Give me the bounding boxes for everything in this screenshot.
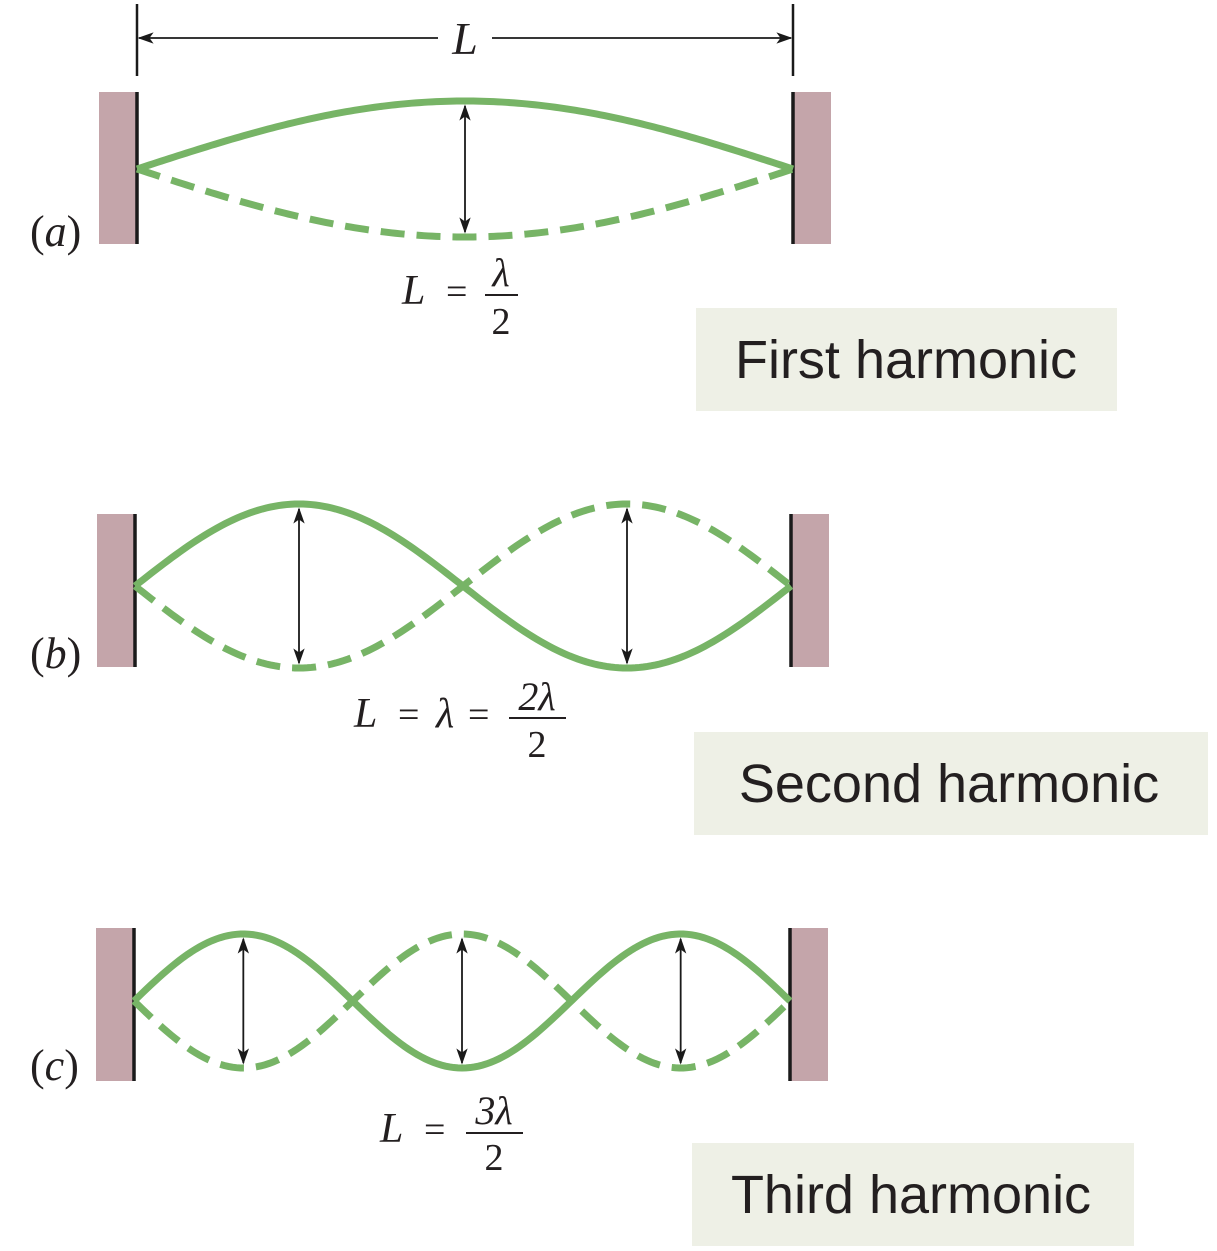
panel-letter: b [45, 629, 67, 678]
wall-left [97, 514, 135, 667]
dimension-label: L [451, 13, 478, 64]
equals-sign: = [398, 694, 419, 736]
harmonic-label: Second harmonic [739, 754, 1159, 814]
equation-numerator: 3λ [474, 1088, 512, 1133]
panel-c: (c) L = 3λ 2 Third harmonic [30, 928, 1134, 1246]
wall-right [790, 928, 828, 1081]
panel-label: (c) [30, 1041, 79, 1090]
equation-numerator: 2λ [518, 674, 555, 719]
wave-dashed [131, 930, 793, 1072]
wave-solid [135, 97, 795, 173]
equation-denominator: 2 [492, 301, 511, 343]
equation-denominator: 2 [528, 724, 547, 766]
string-waves [131, 930, 793, 1072]
harmonic-box [696, 308, 1117, 411]
wall-right [791, 514, 829, 667]
equals-sign: = [468, 694, 489, 736]
string-waves [132, 500, 794, 672]
equation-lhs: L [353, 691, 377, 737]
wave-solid [131, 930, 793, 1072]
harmonic-box [692, 1143, 1134, 1246]
panel-label: (a) [30, 207, 81, 256]
panel-a: (a) L = λ 2 First harmonic [30, 92, 1117, 411]
panel-letter: c [45, 1041, 65, 1090]
harmonic-box [694, 732, 1208, 835]
panel-label: (b) [30, 629, 81, 678]
equation: L = λ 2 [401, 250, 518, 343]
length-dimension: L [135, 4, 795, 76]
equation: L = 3λ 2 [379, 1088, 523, 1179]
equation: L = λ = 2λ 2 [353, 674, 566, 766]
wave-dashed [132, 500, 794, 672]
equals-sign: = [424, 1109, 445, 1151]
wave-dashed [135, 165, 795, 241]
harmonic-label: First harmonic [735, 330, 1077, 390]
equation-numerator: λ [491, 250, 509, 295]
equation-mid: λ [434, 691, 454, 737]
equation-lhs: L [401, 268, 425, 314]
harmonic-label: Third harmonic [731, 1165, 1091, 1225]
string-waves [135, 97, 795, 241]
wall-right [793, 92, 831, 244]
equals-sign: = [446, 271, 467, 313]
wall-left [96, 928, 134, 1081]
wall-left [99, 92, 137, 244]
panel-letter: a [45, 207, 67, 256]
panel-b: (b) L = λ = 2λ 2 Second harmonic [30, 500, 1208, 835]
equation-lhs: L [379, 1106, 403, 1152]
equation-denominator: 2 [485, 1137, 504, 1179]
